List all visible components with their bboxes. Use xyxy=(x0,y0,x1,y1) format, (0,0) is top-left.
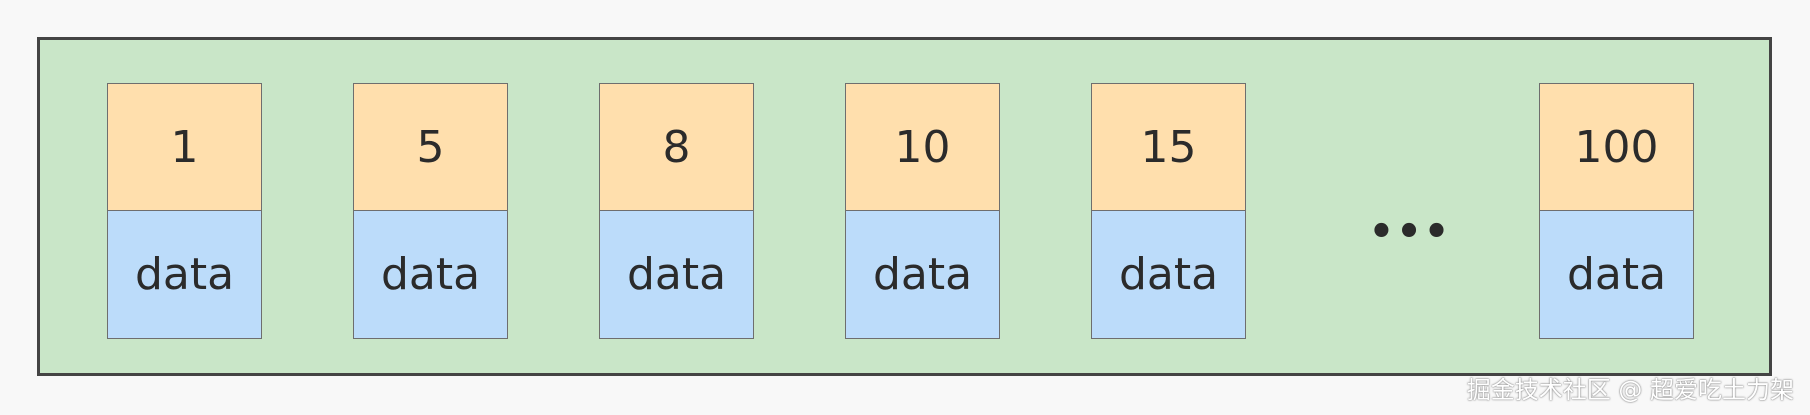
record-key: 100 xyxy=(1539,83,1694,211)
record-data: data xyxy=(599,211,754,339)
ellipsis-more-records: ••• xyxy=(1368,209,1452,255)
record-data: data xyxy=(1091,211,1246,339)
record-cell-2: 5 data xyxy=(353,83,508,339)
record-cell-4: 10 data xyxy=(845,83,1000,339)
record-data: data xyxy=(1539,211,1694,339)
record-data: data xyxy=(107,211,262,339)
watermark-text: 掘金技术社区 @ 超爱吃土力架 xyxy=(1466,376,1794,404)
record-cell-1: 1 data xyxy=(107,83,262,339)
record-data: data xyxy=(845,211,1000,339)
data-page: 1 data 5 data 8 data 10 data 15 data •••… xyxy=(37,37,1772,376)
record-key: 5 xyxy=(353,83,508,211)
record-key: 15 xyxy=(1091,83,1246,211)
record-data: data xyxy=(353,211,508,339)
record-cell-5: 15 data xyxy=(1091,83,1246,339)
record-cell-6: 100 data xyxy=(1539,83,1694,339)
record-cell-3: 8 data xyxy=(599,83,754,339)
record-key: 1 xyxy=(107,83,262,211)
record-key: 8 xyxy=(599,83,754,211)
record-key: 10 xyxy=(845,83,1000,211)
